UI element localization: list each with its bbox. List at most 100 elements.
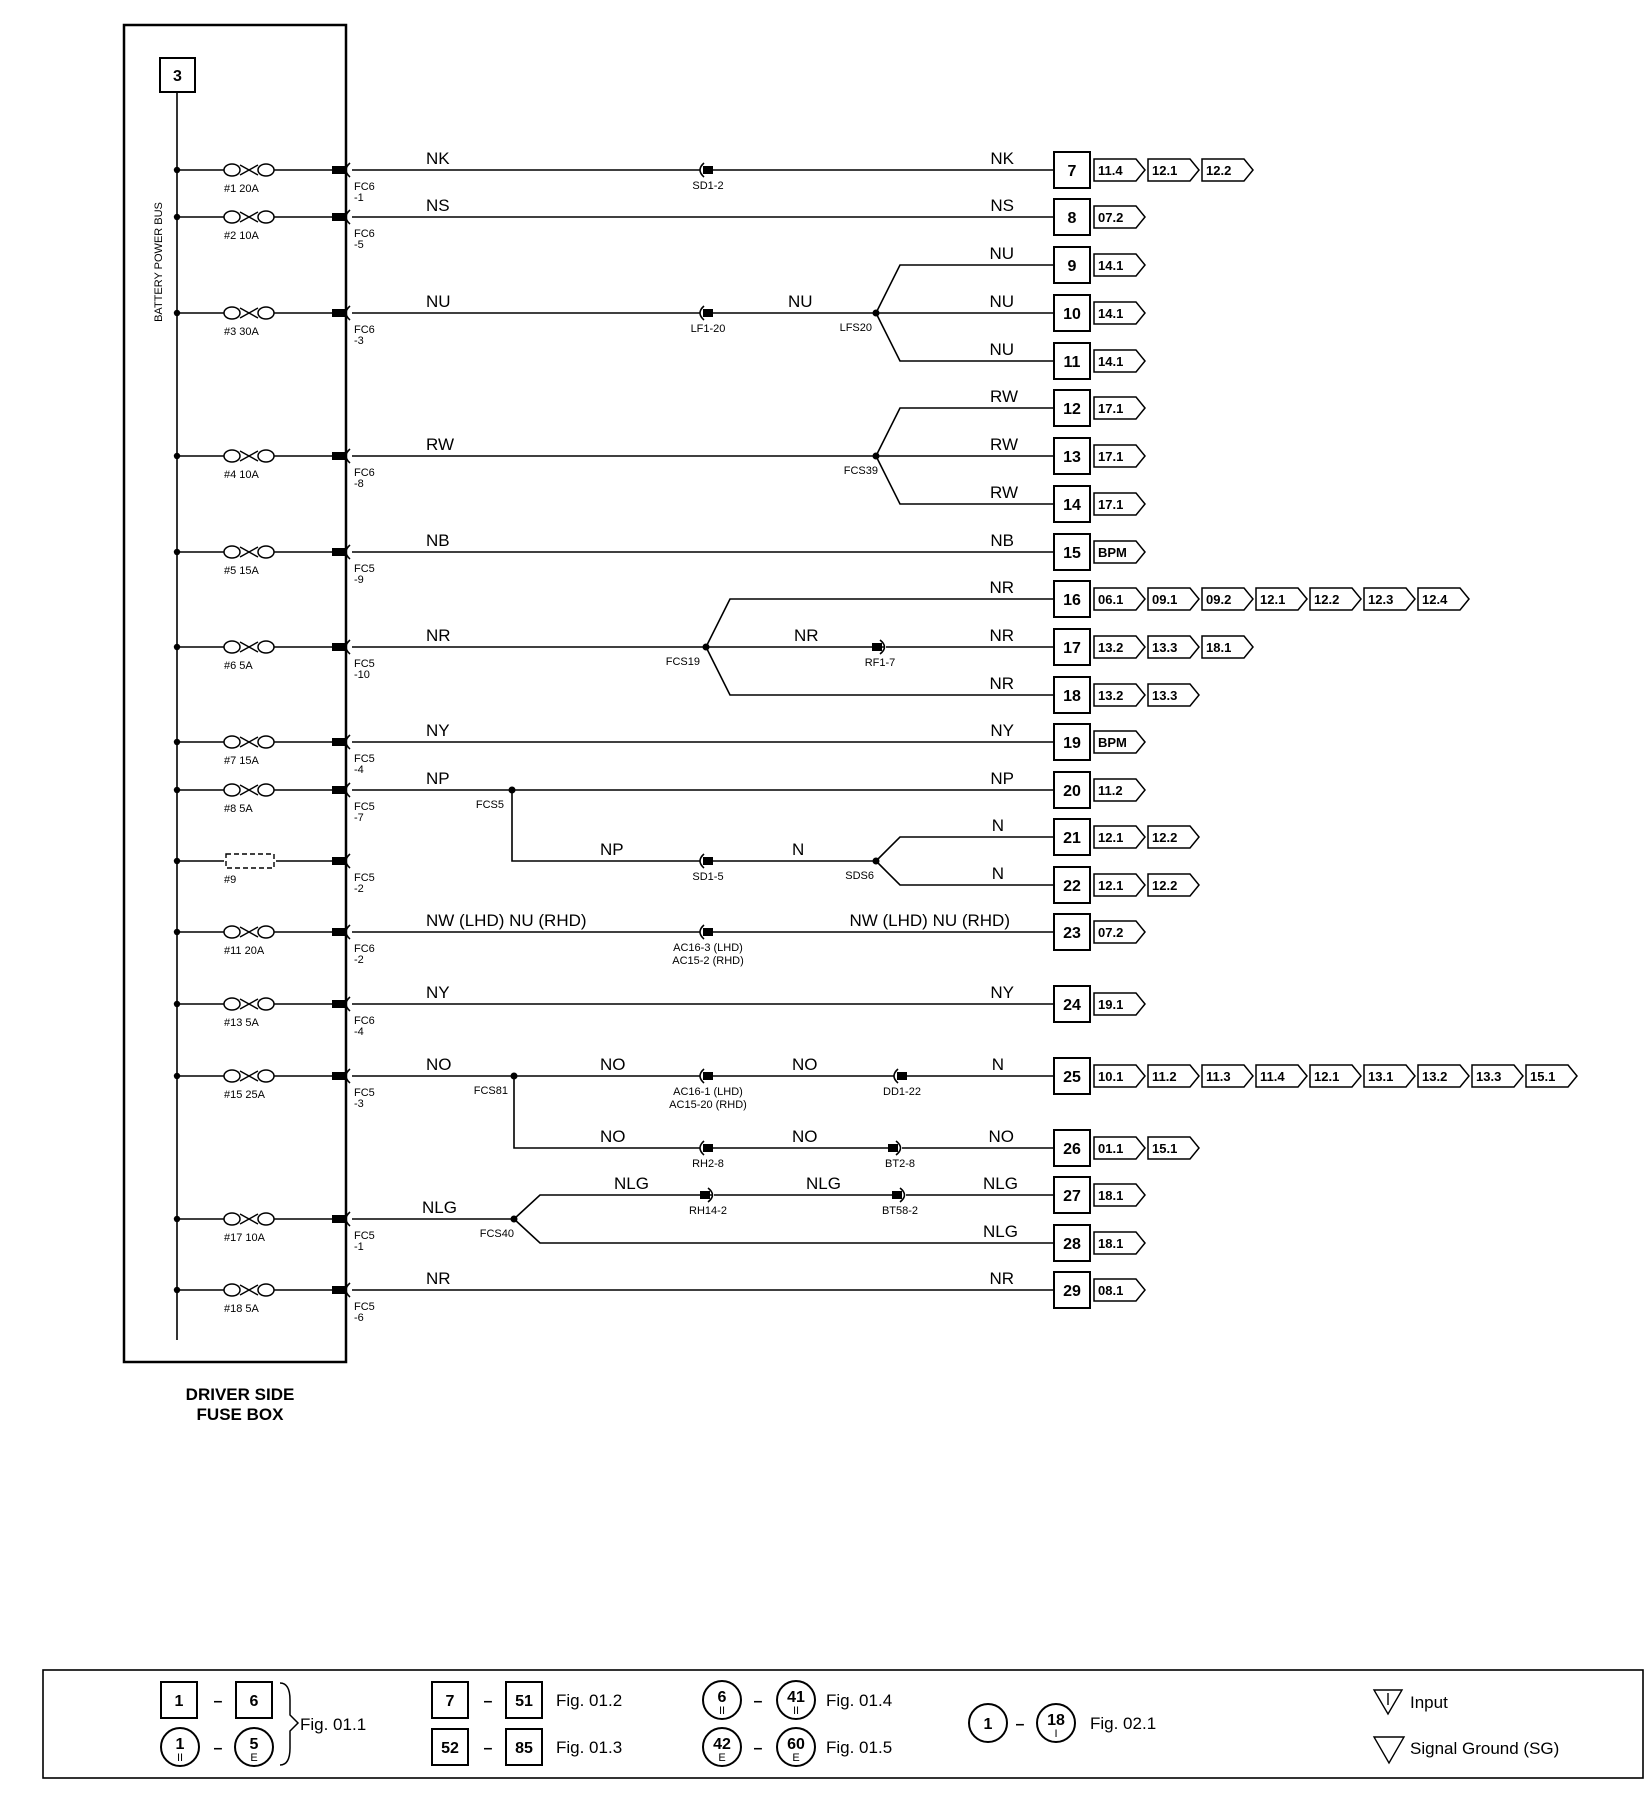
connector-pin <box>703 166 713 174</box>
fuse-icon <box>239 641 259 653</box>
wire <box>875 860 1054 886</box>
connector-code: -7 <box>354 812 364 824</box>
terminal-box <box>1053 628 1091 666</box>
wire-color-label: NU <box>426 292 451 311</box>
legend-subscript: II <box>177 1752 183 1764</box>
page-reference-arrow <box>1093 396 1146 420</box>
box-connector <box>345 996 351 1012</box>
wire-color-label: NO <box>426 1055 452 1074</box>
page-reference-arrow <box>1147 873 1200 897</box>
legend-brace <box>279 1682 300 1766</box>
page-reference: 09.1 <box>1152 592 1177 607</box>
wire-color-label: NR <box>989 578 1014 597</box>
terminal-number: 8 <box>1068 210 1077 227</box>
wire-color-label: NY <box>990 983 1014 1002</box>
splice-code: FCS81 <box>474 1085 508 1097</box>
fuse-icon <box>223 1069 241 1083</box>
connector-code: -4 <box>354 764 364 776</box>
connector-code: FC5 <box>354 563 375 575</box>
terminal-number: 23 <box>1063 925 1081 942</box>
terminal-number: 9 <box>1068 258 1077 275</box>
splice-code: SDS6 <box>845 870 874 882</box>
legend-circle <box>776 1727 816 1767</box>
wire-color-label: NLG <box>983 1222 1018 1241</box>
page-reference-arrow <box>1093 444 1146 468</box>
wire <box>875 264 1054 314</box>
fuse-icon <box>257 210 275 224</box>
page-reference: 17.1 <box>1098 401 1123 416</box>
fuse-icon <box>223 925 241 939</box>
fuse-box-outline <box>122 23 348 1364</box>
connector-socket <box>699 162 705 178</box>
fuse-icon <box>239 211 259 223</box>
box-connector <box>345 1282 351 1298</box>
connector-code: -3 <box>354 335 364 347</box>
fuse-icon <box>257 306 275 320</box>
legend-square <box>160 1681 198 1719</box>
page-reference-arrow <box>1147 1064 1200 1088</box>
bus-junction <box>173 166 181 174</box>
legend-square <box>505 1681 543 1719</box>
connector-code: FC6 <box>354 1015 375 1027</box>
page-reference: 17.1 <box>1098 449 1123 464</box>
fuse-icon <box>257 735 275 749</box>
fuse-box-title: FUSE BOX <box>197 1405 285 1424</box>
legend-number: 1 <box>176 1736 185 1753</box>
page-reference: BPM <box>1098 735 1127 750</box>
terminal-box <box>1053 1224 1091 1262</box>
terminal-number: 22 <box>1063 878 1081 895</box>
legend-subscript: E <box>250 1752 257 1764</box>
legend-subscript: E <box>718 1752 725 1764</box>
connector-pin <box>892 1191 902 1199</box>
connector-code: BT58-2 <box>882 1205 918 1217</box>
connector-code: -9 <box>354 574 364 586</box>
splice-code: FCS39 <box>844 465 878 477</box>
connector-code: AC16-3 (LHD) <box>673 942 743 954</box>
fuse-icon <box>239 998 259 1010</box>
terminal-number: 27 <box>1063 1188 1081 1205</box>
fuse-icon <box>257 640 275 654</box>
splice-code: LFS20 <box>840 322 872 334</box>
page-reference: 14.1 <box>1098 354 1123 369</box>
bus-junction <box>173 1072 181 1080</box>
page-reference: 11.2 <box>1098 783 1123 798</box>
terminal-box <box>1053 389 1091 427</box>
terminal-box <box>1053 818 1091 856</box>
bus-junction <box>173 1000 181 1008</box>
wire <box>875 455 1054 505</box>
page-reference-arrow <box>1093 683 1146 707</box>
connector-code: -10 <box>354 669 370 681</box>
terminal-number: 11 <box>1064 354 1081 371</box>
fuse-box-title: DRIVER SIDE <box>186 1385 295 1404</box>
fuse-rating: #8 5A <box>224 803 253 815</box>
legend-number: 6 <box>250 1693 259 1710</box>
box-connector-pin <box>332 1215 346 1223</box>
bus-junction <box>173 928 181 936</box>
empty-fuse-slot <box>225 853 275 869</box>
connector-pin <box>703 857 713 865</box>
fuse-rating: #9 <box>224 874 236 886</box>
connector-code: LF1-20 <box>691 323 726 335</box>
terminal-box <box>1053 580 1091 618</box>
fuse-icon <box>223 735 241 749</box>
fuse-icon <box>257 1212 275 1226</box>
connector-code: SD1-2 <box>692 180 723 192</box>
page-reference-arrow <box>1201 1064 1254 1088</box>
connector-code: FC5 <box>354 801 375 813</box>
legend-ground-label: Signal Ground (SG) <box>1410 1739 1559 1758</box>
terminal-number: 18 <box>1063 688 1081 705</box>
wire <box>705 598 1054 648</box>
page-reference-arrow <box>1093 730 1146 754</box>
fuse-icon <box>257 1283 275 1297</box>
connector-code: -4 <box>354 1026 364 1038</box>
page-reference-arrow <box>1093 1136 1146 1160</box>
wire-color-label: NR <box>426 626 451 645</box>
bus-junction <box>173 548 181 556</box>
wire-color-label: RW <box>990 435 1018 454</box>
page-reference: 12.1 <box>1314 1069 1339 1084</box>
